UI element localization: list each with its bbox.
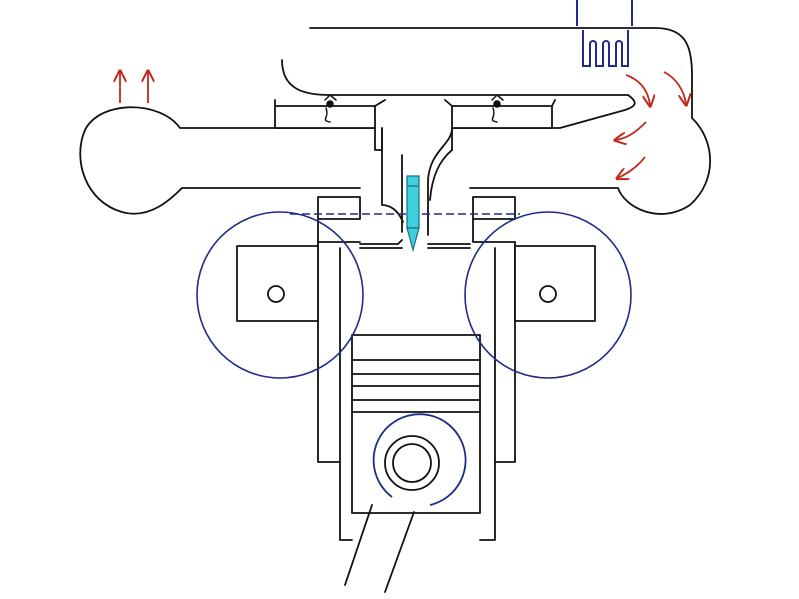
intake-manifold [451, 94, 711, 215]
wrist-pin-inner [392, 443, 432, 483]
left-follower [317, 196, 361, 220]
intake-spring-housing [451, 105, 553, 129]
right-cam-block [514, 245, 596, 322]
connecting-rod-right [384, 511, 415, 593]
right-cam-circle [464, 211, 632, 379]
intake-duct-inner [281, 59, 629, 96]
exhaust-valve [359, 239, 403, 249]
left-cam-pin [267, 285, 285, 303]
exhaust-port [381, 127, 404, 233]
connecting-rod-left [344, 504, 373, 586]
piston [351, 334, 481, 514]
injector-icon [406, 175, 420, 229]
curved-arrow-icon [616, 71, 686, 178]
heater-coil-icon [576, 0, 633, 67]
crank-circle [372, 413, 467, 506]
cylinder-wall-left [317, 241, 341, 463]
right-cam-pin [539, 285, 557, 303]
intake-valve [427, 243, 471, 249]
exhaust-spring-housing [274, 105, 376, 129]
left-cam-circle [196, 211, 364, 379]
left-cam-block [236, 245, 319, 322]
wrist-pin-outer [384, 435, 440, 491]
spring-icon [324, 94, 337, 123]
cylinder-wall-right [494, 241, 516, 463]
right-follower [472, 196, 516, 220]
spring-icon [491, 94, 504, 123]
intake-port [427, 127, 453, 236]
intake-duct-top [309, 27, 693, 119]
cylinder-skirt [339, 461, 496, 541]
double-up-arrow-icon [120, 72, 148, 103]
